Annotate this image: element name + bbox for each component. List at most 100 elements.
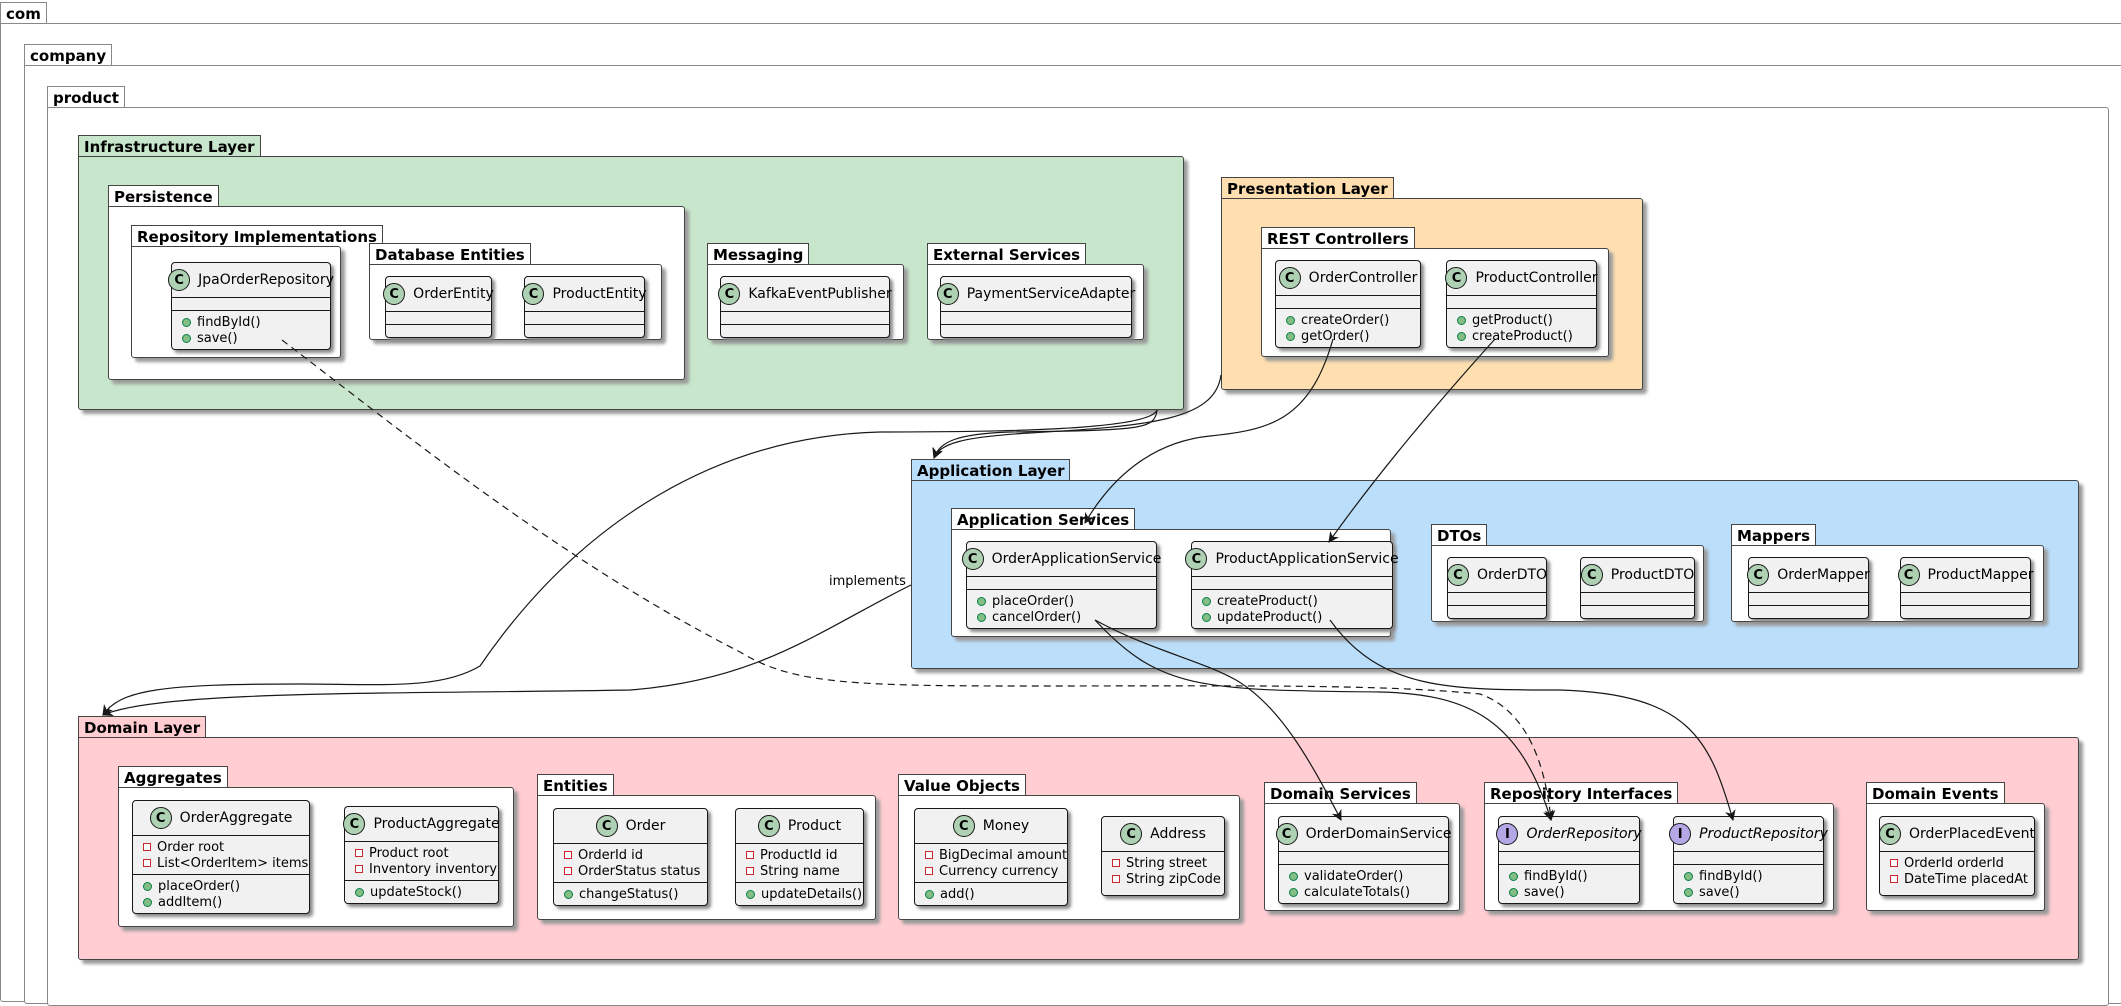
edge-presentation-to-application — [932, 374, 1222, 459]
class-fields — [1749, 593, 1868, 606]
field-text: List<OrderItem> items — [157, 855, 309, 871]
class-badge-icon: C — [383, 283, 406, 305]
field-row: OrderStatus status — [564, 863, 701, 879]
class-fields — [172, 298, 330, 311]
field-text: DateTime placedAt — [1904, 871, 2029, 887]
class-name: ProductApplicationService — [1215, 551, 1399, 567]
public-visibility-icon — [143, 881, 152, 891]
class-name: OrderController — [1308, 270, 1418, 286]
public-visibility-icon — [355, 887, 364, 897]
package-external-services-label: External Services — [927, 243, 1087, 265]
field-row: Currency currency — [925, 863, 1061, 879]
class-name: PaymentServiceAdapter — [966, 286, 1136, 302]
public-visibility-icon — [925, 889, 934, 899]
public-visibility-icon — [143, 897, 152, 907]
package-com-label: com — [0, 2, 47, 24]
package-mappers-label: Mappers — [1731, 524, 1817, 546]
class-badge-icon: C — [149, 807, 172, 829]
private-visibility-icon — [355, 849, 363, 857]
private-visibility-icon — [1890, 859, 1898, 867]
method-text: createProduct() — [1472, 328, 1573, 344]
edge-order-app-service-to-order-repository — [1094, 619, 1554, 822]
method-text: findById() — [1699, 868, 1763, 884]
class-badge-icon: C — [1445, 267, 1468, 289]
public-visibility-icon — [1202, 596, 1211, 606]
field-text: Inventory inventory — [369, 861, 498, 877]
field-row: Inventory inventory — [355, 861, 497, 877]
class-name: KafkaEventPublisher — [748, 286, 892, 302]
method-row: updateProduct() — [1202, 609, 1386, 625]
edge-application-to-domain — [102, 584, 912, 717]
method-row: addItem() — [143, 894, 303, 910]
package-repo-impls-label: Repository Implementations — [131, 225, 383, 247]
package-value-objects-label: Value Objects — [898, 774, 1026, 796]
field-text: String zipCode — [1126, 871, 1221, 887]
class-badge-icon: C — [1120, 823, 1143, 845]
class-fields — [1674, 852, 1823, 865]
class-methods: placeOrder()addItem() — [133, 875, 309, 913]
method-text: save() — [197, 330, 238, 346]
method-row: findById() — [1684, 868, 1817, 884]
class-methods: findById()save() — [1674, 865, 1823, 903]
class-name: OrderDomainService — [1305, 826, 1452, 842]
field-row: OrderId orderId — [1890, 855, 2028, 871]
public-visibility-icon — [1202, 612, 1211, 622]
public-visibility-icon — [1684, 887, 1693, 897]
field-text: String name — [760, 863, 840, 879]
package-domain-services-label: Domain Services — [1264, 782, 1417, 804]
class-product-application-service[interactable]: C ProductApplicationService createProduct(… — [1185, 541, 1399, 629]
interface-badge-icon: I — [1496, 823, 1519, 845]
class-methods: findById()save() — [1499, 865, 1639, 903]
private-visibility-icon — [925, 867, 933, 875]
method-row: updateStock() — [355, 884, 492, 900]
class-name: ProductController — [1475, 270, 1598, 286]
class-badge-icon: C — [1185, 548, 1208, 570]
public-visibility-icon — [977, 596, 986, 606]
public-visibility-icon — [1286, 315, 1295, 325]
method-text: add() — [940, 886, 975, 902]
class-name: Address — [1150, 826, 1206, 842]
class-badge-icon: C — [757, 815, 780, 837]
class-name: Money — [982, 818, 1030, 834]
method-row: placeOrder() — [143, 878, 303, 894]
method-text: createProduct() — [1217, 593, 1318, 609]
class-methods: placeOrder()cancelOrder() — [967, 590, 1156, 628]
class-fields — [1447, 296, 1596, 309]
method-row: changeStatus() — [564, 886, 701, 902]
class-fields — [941, 312, 1131, 325]
